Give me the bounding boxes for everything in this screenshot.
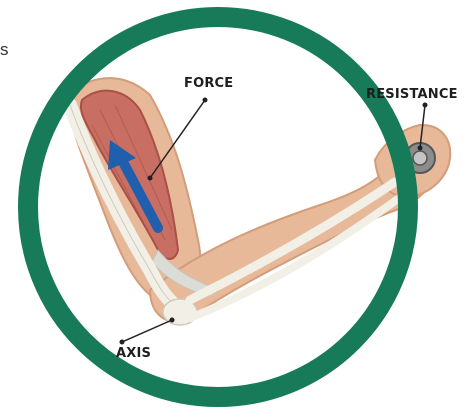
resistance-leader-dot-top bbox=[423, 103, 428, 108]
force-leader-dot-top bbox=[203, 98, 208, 103]
axis-leader-dot-right bbox=[170, 318, 175, 323]
axis-leader-line bbox=[122, 320, 172, 342]
resistance-label: RESISTANCE bbox=[366, 87, 458, 102]
axis-leader-dot-left bbox=[120, 340, 125, 345]
resistance-leader-dot-bottom bbox=[418, 146, 423, 151]
axis-label: AXIS bbox=[116, 346, 151, 361]
force-label: FORCE bbox=[184, 76, 233, 91]
radius-bone bbox=[190, 182, 395, 300]
force-leader-dot-bottom bbox=[148, 176, 153, 181]
